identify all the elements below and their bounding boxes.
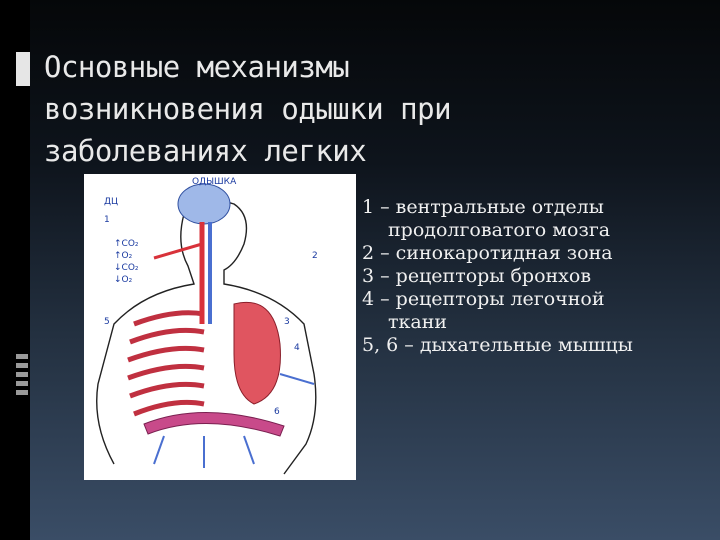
legend-item: 3 – рецепторы бронхов bbox=[362, 265, 592, 287]
legend-list: 1 – вентральные отделы продолговатого мо… bbox=[362, 196, 662, 357]
figure-number: 3 bbox=[284, 317, 290, 327]
decor-stripe bbox=[16, 363, 28, 368]
gas-label: ↓CO₂ bbox=[114, 263, 139, 273]
legend-item: 5, 6 – дыхательные мышцы bbox=[362, 334, 633, 356]
nerve-arrows bbox=[153, 373, 315, 468]
legend-item: 2 – синокаротидная зона bbox=[362, 242, 613, 264]
ribcage bbox=[127, 310, 205, 417]
legend-item: 1 – вентральные отделы продолговатого мо… bbox=[362, 196, 611, 241]
left-margin-bar bbox=[0, 0, 30, 540]
gas-label: ↑O₂ bbox=[114, 251, 133, 261]
figure-center-label: ДЦ bbox=[104, 197, 118, 207]
decor-stripe bbox=[16, 354, 28, 359]
title-accent-bar bbox=[16, 52, 30, 86]
body-outline bbox=[183, 200, 317, 475]
decor-stripe bbox=[16, 381, 28, 386]
figure-number: 5 bbox=[104, 317, 110, 327]
figure-number: 2 bbox=[312, 251, 318, 261]
brain bbox=[177, 183, 231, 225]
signal-path bbox=[153, 242, 203, 260]
diaphragm bbox=[143, 411, 285, 437]
figure-number: 6 bbox=[274, 407, 280, 417]
figure-number: 4 bbox=[294, 343, 300, 353]
gas-label: ↓O₂ bbox=[114, 275, 133, 285]
figure-number: 1 bbox=[104, 215, 110, 225]
slide-title: Основные механизмы возникновения одышки … bbox=[44, 50, 452, 168]
decor-stripe bbox=[16, 390, 28, 395]
respiratory-diagram-svg: ОДЫШКА ДЦ ↑CO₂ ↑O₂ ↓CO₂ ↓O₂ 1 2 3 4 5 6 bbox=[96, 177, 318, 475]
decor-stripe bbox=[16, 372, 28, 377]
lung bbox=[233, 301, 281, 405]
figure-top-label: ОДЫШКА bbox=[192, 177, 237, 187]
gas-label: ↑CO₂ bbox=[114, 239, 139, 249]
legend-item: 4 – рецепторы легочной ткани bbox=[362, 288, 605, 333]
respiratory-diagram: ОДЫШКА ДЦ ↑CO₂ ↑O₂ ↓CO₂ ↓O₂ 1 2 3 4 5 6 bbox=[84, 174, 356, 480]
